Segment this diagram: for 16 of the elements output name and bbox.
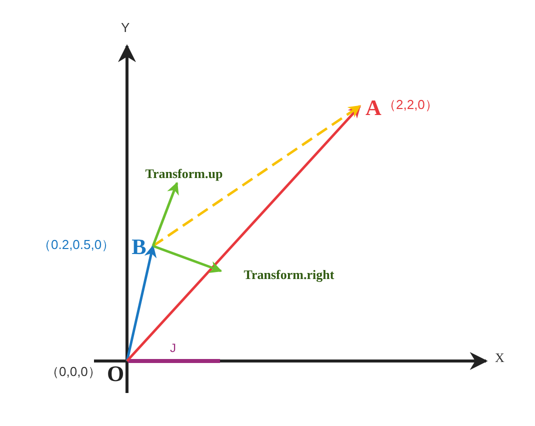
vector-label: J [170,342,176,354]
arrow [152,104,362,248]
coordinate-label: （0,0,0） [46,365,101,378]
point-label: O [105,362,126,386]
point-label: A [364,96,383,120]
arrow [126,105,361,362]
arrow [152,244,222,273]
arrow [152,182,179,246]
point-label: Transform.up [127,164,241,182]
point-label: Transform.right [222,265,356,283]
coordinate-label: （2,2,0） [383,98,438,111]
coordinate-label: （0.2,0.5,0） [38,238,115,251]
arrow [126,244,157,362]
point-label: B [130,235,148,259]
axis-label: X [495,351,504,364]
axis-label: Y [121,21,130,34]
